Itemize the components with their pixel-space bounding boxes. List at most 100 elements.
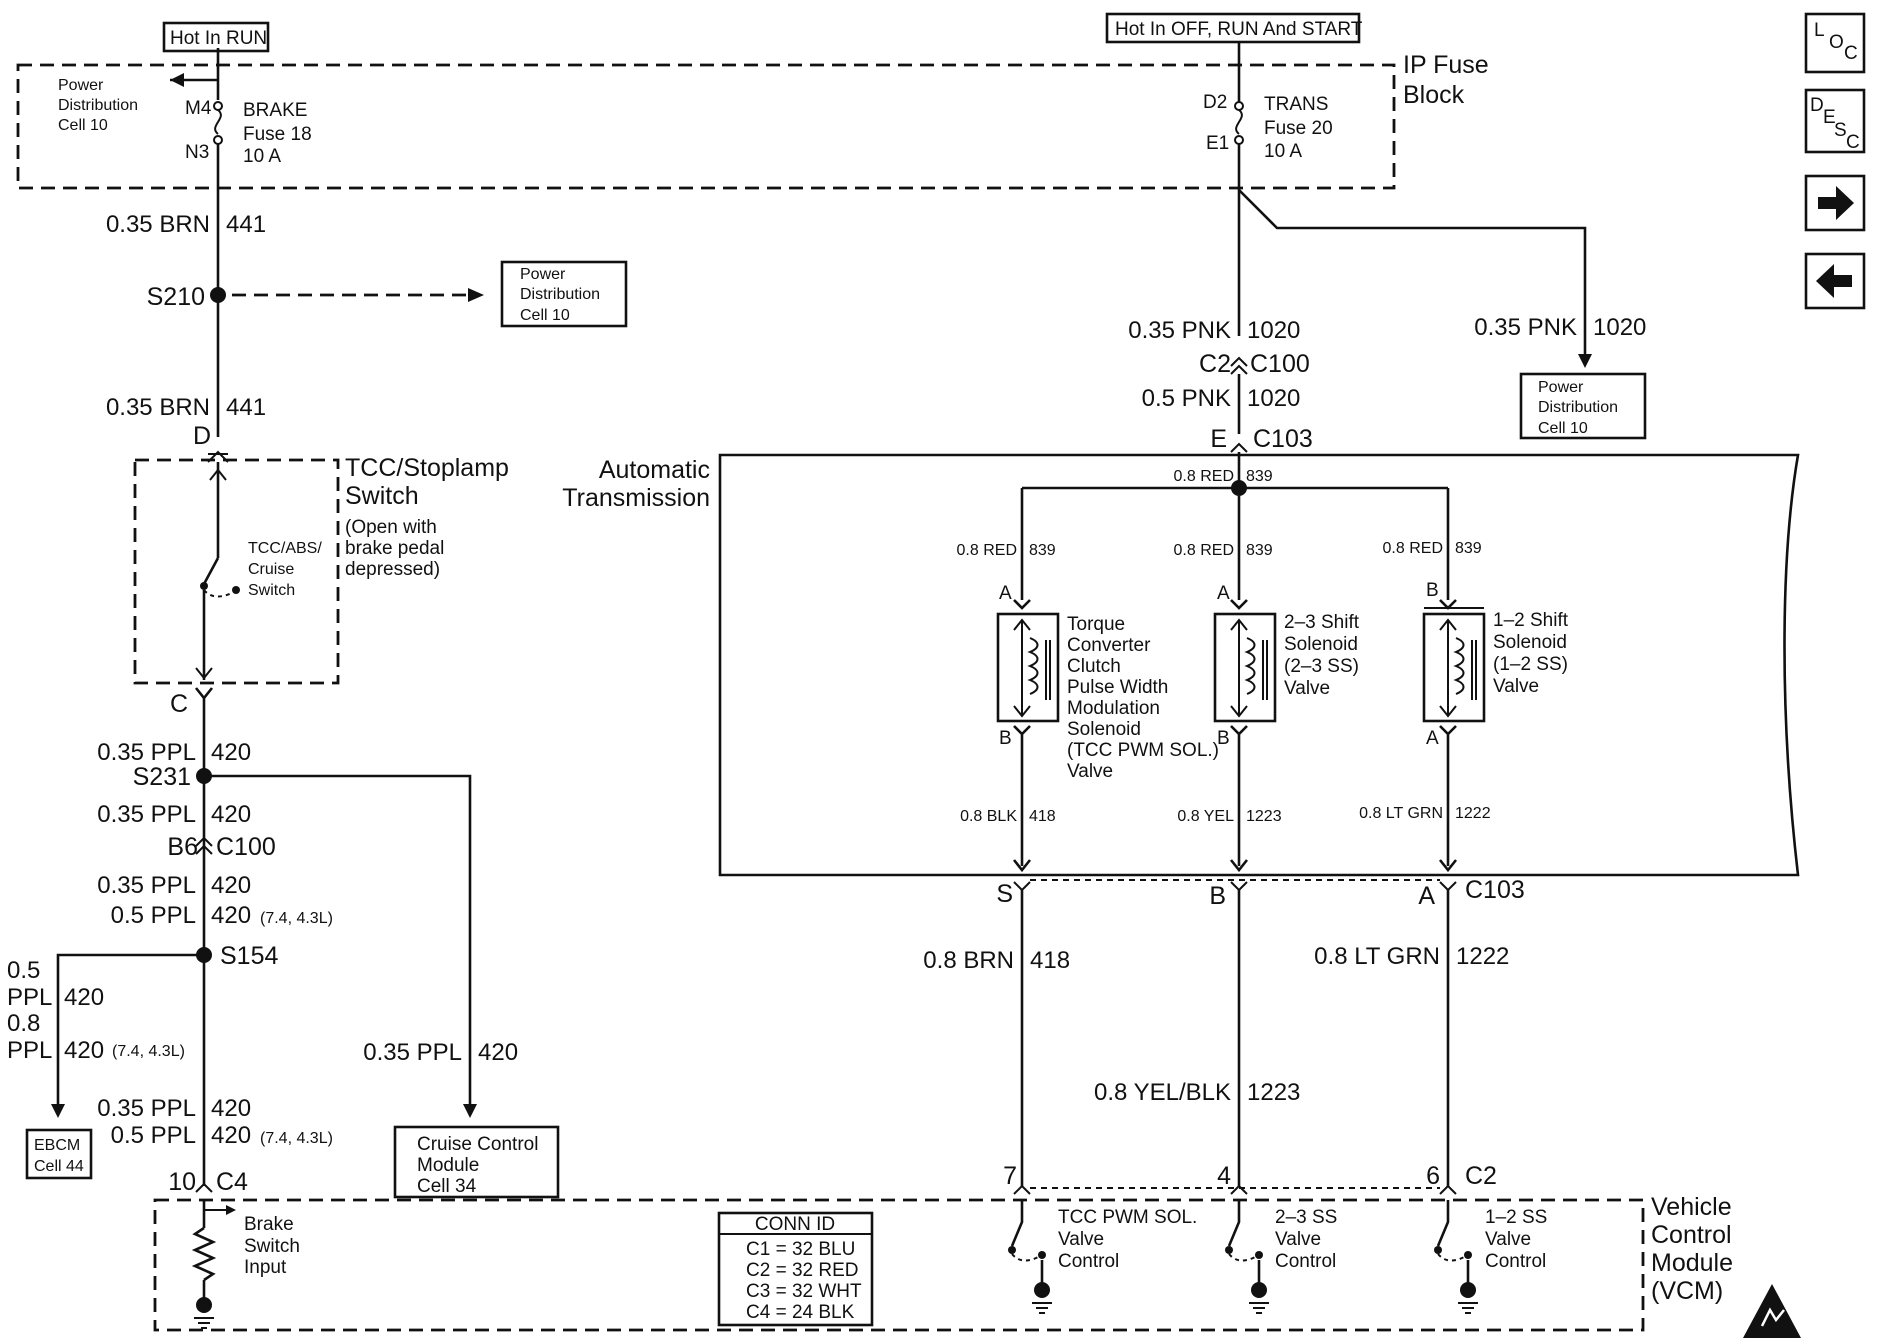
svg-text:Cell 44: Cell 44 — [34, 1158, 84, 1175]
connector-c103-top — [1230, 442, 1248, 453]
pin-d-label: D — [193, 422, 211, 450]
svg-text:Power: Power — [1538, 379, 1584, 396]
sol2-in-circuit: 839 — [1246, 542, 1273, 559]
ebcm-box[interactable]: EBCM Cell 44 — [25, 1128, 93, 1180]
cruise-wire-circuit: 420 — [478, 1039, 518, 1066]
fuse18-pin-n3: N3 — [185, 142, 209, 163]
pin-c-label: C — [170, 690, 188, 718]
sol1-in-gauge: 0.8 RED — [957, 542, 1017, 559]
ebcm-wire-gauge-a: 0.5 — [7, 957, 40, 984]
conn-id-row-1: C1 = 32 BLU — [746, 1239, 855, 1260]
sol3-in-circuit: 839 — [1455, 540, 1482, 557]
fuse20-pin-d2: D2 — [1203, 92, 1227, 113]
sol2-name-2: Solenoid — [1284, 634, 1358, 655]
pd-wire-circuit: 1020 — [1593, 314, 1646, 341]
conn-c103-bottom-label: C103 — [1465, 876, 1525, 904]
vcm-title-1: Vehicle — [1651, 1193, 1732, 1221]
switch-title-1: TCC/Stoplamp — [345, 454, 509, 482]
next-button[interactable] — [1804, 174, 1866, 232]
fuse20-label-3: 10 A — [1264, 141, 1302, 162]
pd-cell-label-line2: Distribution — [58, 97, 138, 114]
trans-fuse — [1234, 101, 1244, 145]
sol1-name-7: (TCC PWM SOL.) — [1067, 740, 1219, 761]
pin-10-label: 10 — [168, 1168, 196, 1196]
wire-1222-inner — [1438, 725, 1458, 873]
vcm-outline — [153, 1198, 1645, 1332]
conn-id-title: CONN ID — [755, 1214, 835, 1235]
arrow-right-icon — [468, 288, 484, 302]
conn-c4-label: C4 — [216, 1168, 248, 1196]
pd-cell-label-line1: Power — [58, 77, 104, 94]
ebcm-wire-gauge-b: 0.8 — [7, 1010, 40, 1037]
desc-button[interactable]: D E S C — [1804, 88, 1866, 154]
wire-420-gauge-6: 0.5 PPL — [111, 1122, 196, 1149]
wire-420-gauge-3: 0.35 PPL — [97, 872, 196, 899]
sol1-name-6: Solenoid — [1067, 719, 1141, 740]
power-distribution-cell10-box-left[interactable]: Power Distribution Cell 10 — [500, 260, 628, 328]
shift-2-3-control-switch — [1225, 1200, 1269, 1314]
ip-fuse-block-title: IP Fuse — [1403, 51, 1489, 79]
sol1-out-gauge: 0.8 BLK — [960, 808, 1017, 825]
arrow-down-icon — [463, 1104, 477, 1118]
connector-c2-c100 — [1230, 356, 1248, 375]
brake-input-label-3: Input — [244, 1257, 287, 1278]
wire-441-gauge-2: 0.35 BRN — [106, 394, 210, 421]
sol3-out-gauge: 0.8 LT GRN — [1359, 805, 1443, 822]
wire-420-circuit-5: 420 — [211, 1095, 251, 1122]
vcm-pin-7: 7 — [1003, 1162, 1017, 1190]
svg-text:Hot In OFF, RUN And START: Hot In OFF, RUN And START — [1115, 19, 1363, 40]
cruise-control-module-box[interactable]: Cruise Control Module Cell 34 — [393, 1125, 560, 1199]
pd-wire-gauge: 0.35 PNK — [1474, 314, 1577, 341]
ip-fuse-block-outline — [16, 63, 1396, 190]
loc-button[interactable]: L O C — [1804, 12, 1866, 74]
conn-c100-label-right: C100 — [1250, 350, 1310, 378]
wire-1020-circuit-1: 1020 — [1247, 317, 1300, 344]
wire-1020-circuit-2: 1020 — [1247, 385, 1300, 412]
vcm-title-4: (VCM) — [1651, 1277, 1723, 1305]
arrow-down-icon — [1578, 354, 1592, 368]
vcm-title-2: Control — [1651, 1221, 1732, 1249]
svg-text:Module: Module — [417, 1155, 479, 1176]
wire-1222-gauge: 0.8 LT GRN — [1314, 943, 1440, 970]
sol1-name-5: Modulation — [1067, 698, 1160, 719]
sol3-name-4: Valve — [1493, 676, 1539, 697]
tcc-pwm-control-switch — [1008, 1200, 1052, 1314]
sol2-in-gauge: 0.8 RED — [1174, 542, 1234, 559]
loc-o-letter: O — [1829, 32, 1844, 53]
desc-e-letter: E — [1823, 107, 1836, 128]
sol1-out-circuit: 418 — [1029, 808, 1056, 825]
fuse18-label-3: 10 A — [243, 146, 281, 167]
power-distribution-cell10-box-right[interactable]: Power Distribution Cell 10 — [1519, 372, 1647, 440]
fuse20-pin-e1: E1 — [1206, 133, 1229, 154]
sol2-name-1: 2–3 Shift — [1284, 612, 1360, 633]
wire-420-circuit-3: 420 — [211, 872, 251, 899]
loc-c-letter: C — [1844, 43, 1858, 64]
vcm-control-1-line2: Valve — [1058, 1229, 1104, 1250]
switch-note-3: depressed) — [345, 559, 440, 580]
sol2-name-3: (2–3 SS) — [1284, 656, 1359, 677]
sol1-name-8: Valve — [1067, 761, 1113, 782]
svg-text:Cell 10: Cell 10 — [1538, 420, 1588, 437]
wire-420-circuit-4: 420 — [211, 902, 251, 929]
tcc-abs-cruise-switch-icon — [195, 462, 240, 680]
prev-button[interactable] — [1804, 252, 1866, 310]
wire-1223-circuit: 1223 — [1247, 1079, 1300, 1106]
fuse20-label-1: TRANS — [1264, 94, 1328, 115]
desc-s-letter: S — [1834, 120, 1847, 141]
svg-text:Power: Power — [520, 266, 566, 283]
vcm-conn-c2-label: C2 — [1465, 1162, 1497, 1190]
pd-cell-label-line3: Cell 10 — [58, 117, 108, 134]
sol2-pin-bottom: B — [1217, 728, 1230, 749]
transmission-title-2: Transmission — [562, 484, 710, 512]
vcm-control-2-line2: Valve — [1275, 1229, 1321, 1250]
ebcm-wire-note-b: (7.4, 4.3L) — [112, 1043, 185, 1060]
sol1-pin-bottom: B — [999, 728, 1012, 749]
svg-text:Distribution: Distribution — [520, 286, 600, 303]
loc-l-letter: L — [1814, 20, 1825, 41]
cruise-wire-gauge: 0.35 PPL — [363, 1039, 462, 1066]
ebcm-wire-circuit-b: 420 — [64, 1037, 104, 1064]
sol3-in-gauge: 0.8 RED — [1383, 540, 1443, 557]
conn-b6-label: B6 — [167, 833, 198, 861]
conn-c103-top-label: C103 — [1253, 425, 1313, 453]
